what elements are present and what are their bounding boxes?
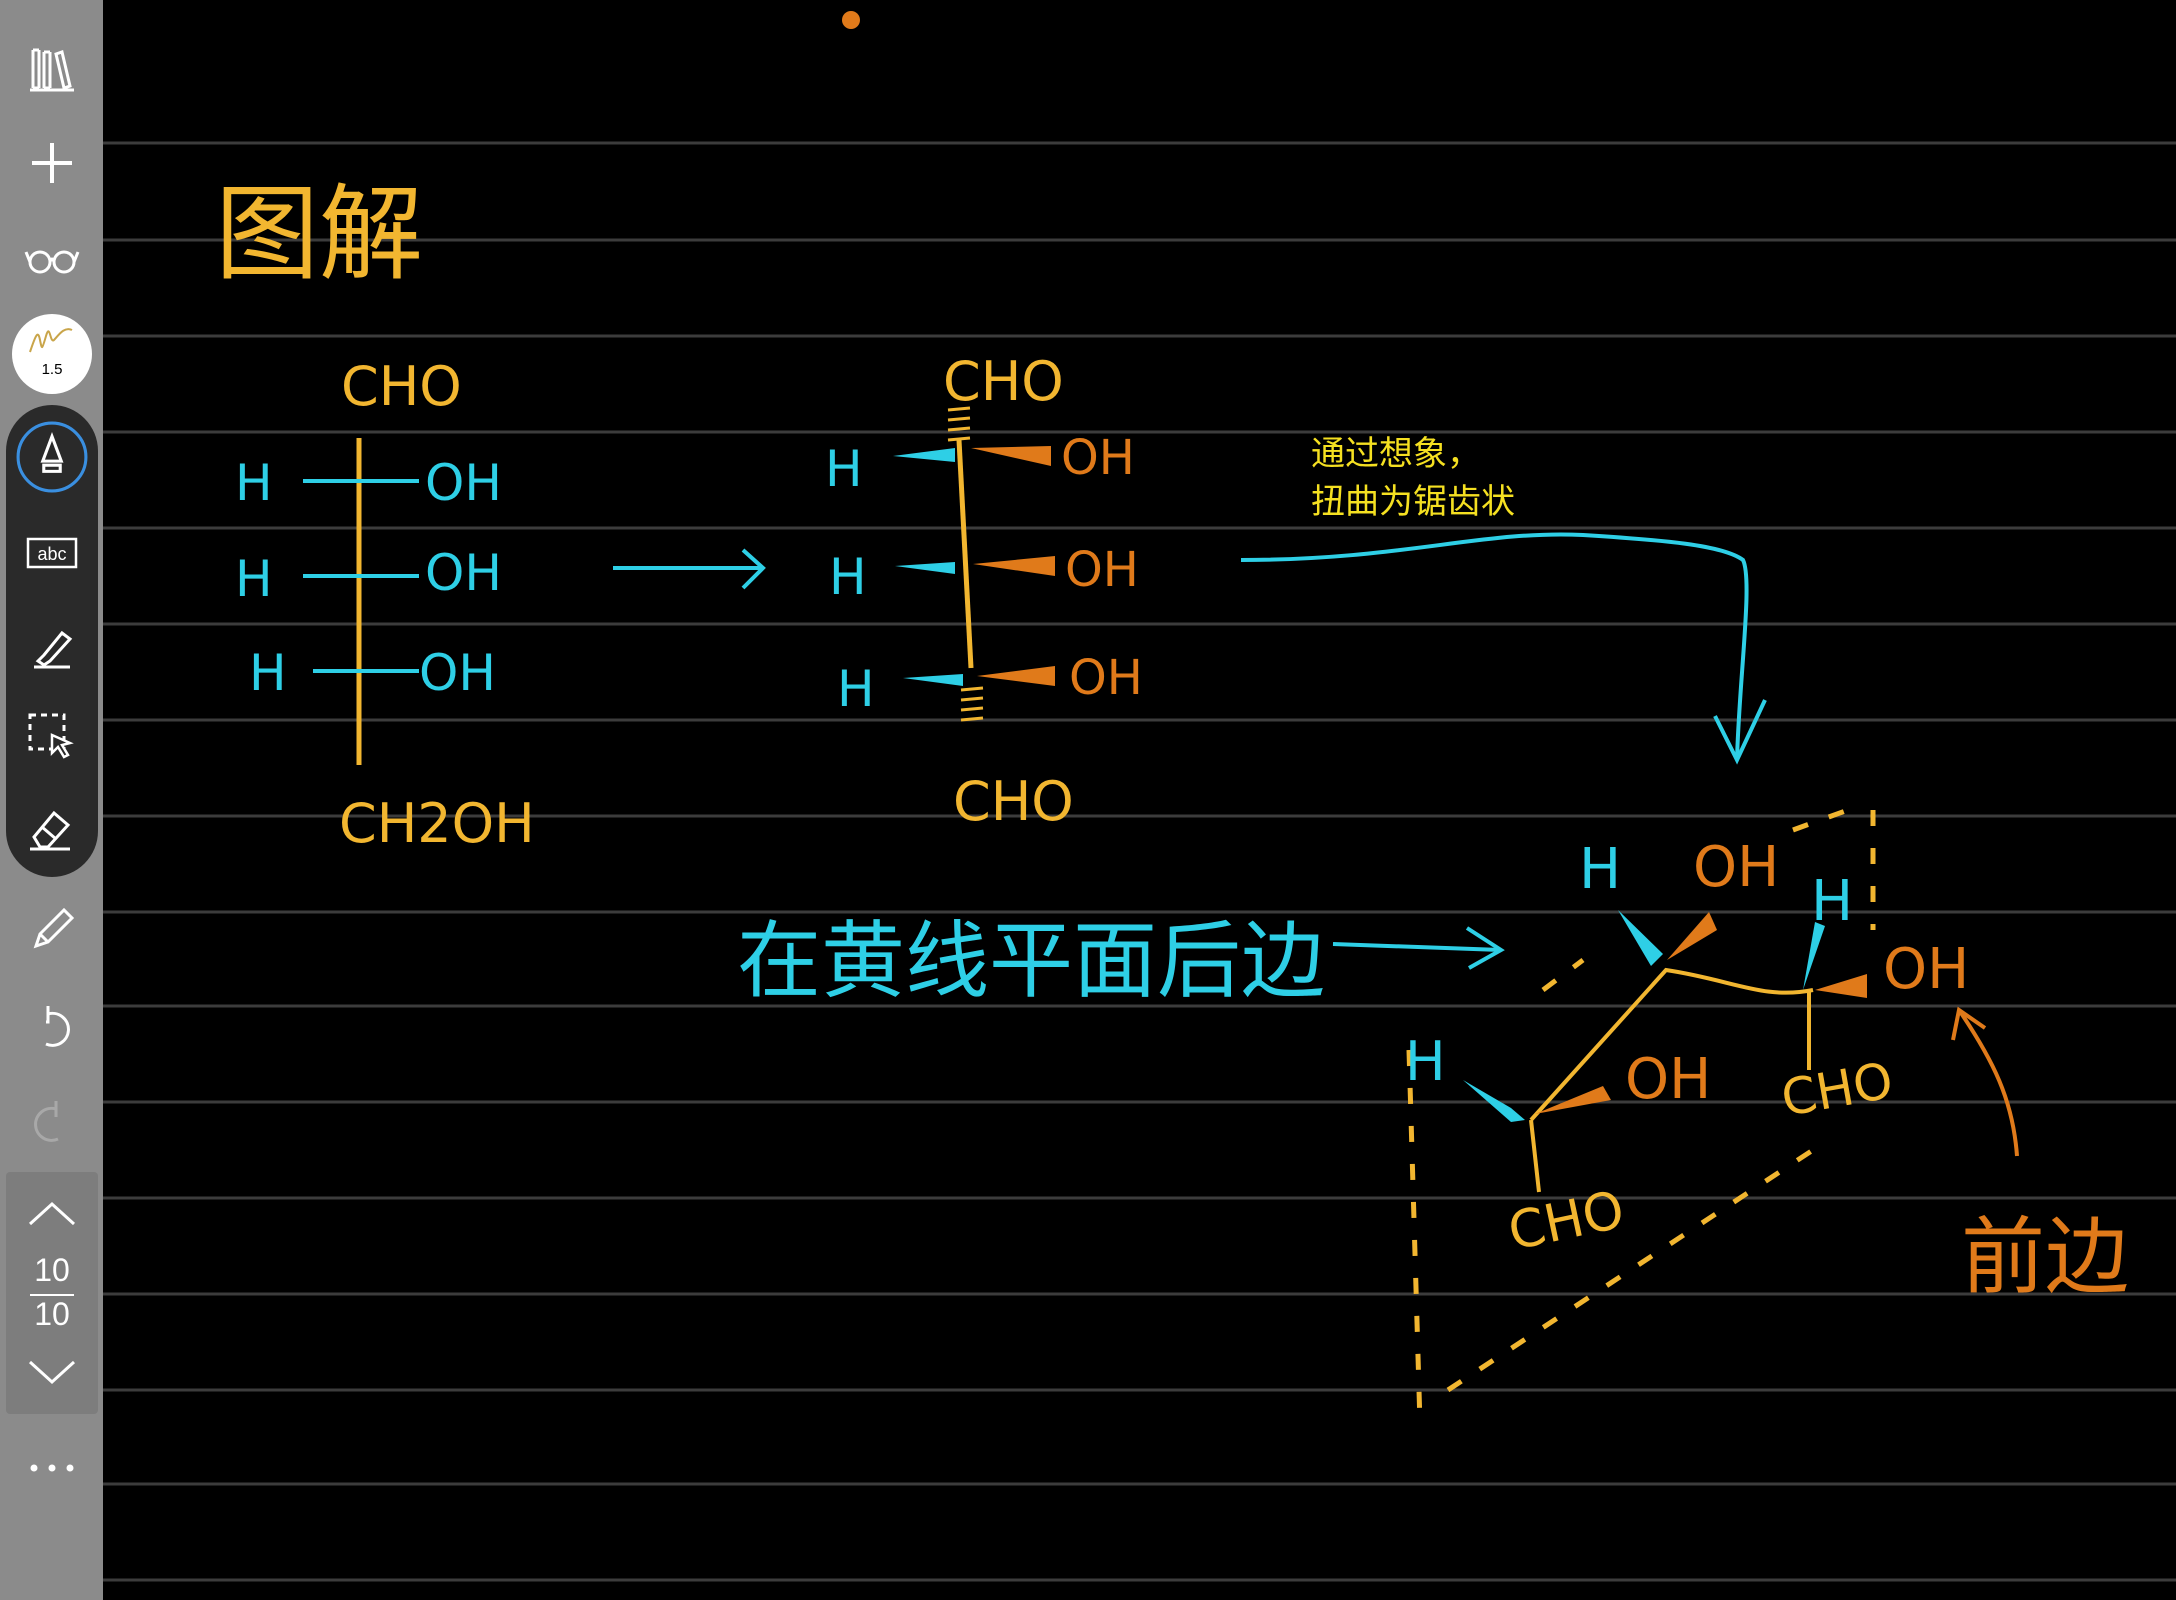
fischer-oh-2: OH bbox=[425, 544, 502, 602]
redo-icon[interactable] bbox=[12, 1085, 92, 1165]
recording-dot bbox=[842, 11, 860, 29]
arrow-1 bbox=[613, 548, 766, 590]
wedge-top-group: CHO bbox=[943, 350, 1064, 413]
notebook-canvas[interactable]: 图解 CHO CH2OH H OH H OH H OH CHO CHO bbox=[103, 0, 2176, 1600]
fischer-top-group: CHO bbox=[341, 355, 462, 418]
note-line-2: 扭曲为锯齿状 bbox=[1311, 482, 1515, 522]
signature-icon bbox=[29, 328, 73, 353]
svg-text:abc: abc bbox=[37, 544, 66, 564]
lasso-select-icon[interactable] bbox=[12, 697, 92, 777]
front-label: 前边 bbox=[1961, 1208, 2129, 1306]
behind-plane-label: 在黄线平面后边 bbox=[737, 912, 1325, 1010]
heading: 图解 bbox=[215, 173, 423, 295]
zigzag-oh-1: OH bbox=[1625, 1047, 1711, 1112]
undo-icon[interactable] bbox=[12, 990, 92, 1070]
text-box-icon[interactable]: abc bbox=[12, 513, 92, 593]
sidebar: 1.5 abc 10 10 bbox=[0, 0, 103, 1600]
more-icon[interactable] bbox=[12, 1422, 92, 1502]
wedge-oh-1: OH bbox=[1061, 430, 1135, 486]
pencil-icon[interactable] bbox=[12, 890, 92, 970]
wedge-oh-2: OH bbox=[1065, 542, 1139, 598]
zigzag-structure: H OH H OH H OH CHO CHO bbox=[1405, 803, 1969, 1425]
zigzag-cho-left: CHO bbox=[1503, 1180, 1629, 1263]
typed-note[interactable]: 通过想象， 扭曲为锯齿状 bbox=[1311, 430, 1515, 526]
fischer-bottom-group: CH2OH bbox=[339, 792, 535, 855]
total-page-count: 10 bbox=[34, 1296, 70, 1332]
tool-group: abc bbox=[6, 405, 98, 877]
wedge-oh-3: OH bbox=[1069, 650, 1143, 706]
zigzag-oh-3: OH bbox=[1883, 937, 1969, 1002]
wedge-h-3: H bbox=[837, 660, 875, 718]
note-line-1: 通过想象， bbox=[1311, 434, 1481, 474]
highlighter-icon[interactable] bbox=[12, 605, 92, 685]
zigzag-h-1: H bbox=[1405, 1030, 1446, 1093]
page-down-chevron-icon[interactable] bbox=[12, 1334, 92, 1414]
wedge-h-1: H bbox=[825, 440, 863, 498]
page-navigator: 10 10 bbox=[6, 1172, 98, 1414]
page-fraction-divider bbox=[30, 1294, 74, 1296]
wedge-bottom-group: CHO bbox=[953, 770, 1074, 833]
current-page-number: 10 bbox=[34, 1252, 70, 1288]
fountain-pen-icon[interactable] bbox=[6, 417, 98, 497]
library-icon[interactable] bbox=[12, 28, 92, 108]
pen-size-label: 1.5 bbox=[41, 361, 63, 378]
zigzag-oh-2: OH bbox=[1693, 835, 1779, 900]
add-icon[interactable] bbox=[12, 123, 92, 203]
fischer-h-3: H bbox=[249, 644, 287, 702]
fischer-oh-3: OH bbox=[419, 644, 496, 702]
eraser-icon[interactable] bbox=[12, 787, 92, 867]
wedge-projection: CHO CHO H OH H OH H OH bbox=[825, 350, 1143, 833]
curved-arrow bbox=[1240, 532, 1767, 765]
arrow-3 bbox=[1951, 1006, 2019, 1157]
fischer-h-2: H bbox=[235, 550, 273, 608]
fischer-h-1: H bbox=[235, 454, 273, 512]
zigzag-cho-right: CHO bbox=[1777, 1051, 1897, 1128]
fischer-oh-1: OH bbox=[425, 454, 502, 512]
zigzag-h-3: H bbox=[1811, 869, 1853, 934]
fischer-projection: CHO CH2OH H OH H OH H OH bbox=[235, 355, 535, 855]
reading-glasses-icon[interactable] bbox=[12, 218, 92, 298]
wedge-h-2: H bbox=[829, 548, 867, 606]
page-up-chevron-icon[interactable] bbox=[12, 1172, 92, 1252]
pen-color-swatch[interactable]: 1.5 bbox=[12, 314, 92, 394]
arrow-2 bbox=[1332, 926, 1505, 970]
zigzag-h-2: H bbox=[1579, 837, 1621, 902]
